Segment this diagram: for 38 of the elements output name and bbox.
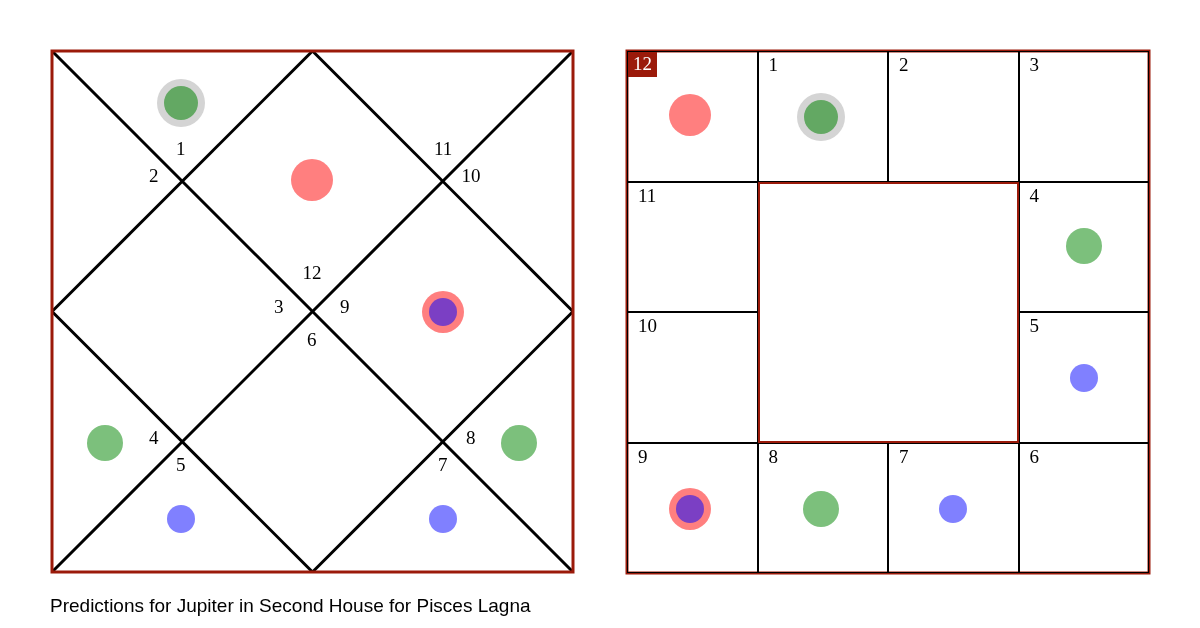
house-number: 3: [1029, 55, 1039, 74]
house-number: 4: [149, 427, 159, 447]
house-number: 12: [302, 262, 322, 282]
house-number: 9: [340, 296, 350, 316]
house-number: 6: [307, 329, 317, 349]
house-number: 1: [176, 138, 186, 158]
house-cell: [627, 312, 758, 443]
house-number: 7: [438, 454, 448, 474]
house-number: 3: [274, 296, 284, 316]
house-number: 6: [1029, 446, 1039, 466]
house-cell: [1018, 51, 1149, 182]
house-number: 11: [638, 185, 657, 205]
center-box: [757, 181, 1019, 443]
house-number: 11: [434, 138, 453, 158]
house-number: 10: [638, 316, 657, 335]
house-cell: [757, 51, 888, 182]
house-cell: [1018, 312, 1149, 443]
house-cell: [1018, 181, 1149, 312]
house-cell: [627, 442, 758, 573]
house-cell: [627, 181, 758, 312]
house-cell: [888, 442, 1019, 573]
house-number: 9: [638, 446, 648, 466]
house-number: 1: [768, 55, 778, 74]
house-number: 4: [1029, 185, 1039, 205]
house-cell: [627, 51, 758, 182]
house-number: 7: [899, 446, 909, 466]
house-cell: [757, 442, 888, 573]
house-cell: [1018, 442, 1149, 573]
caption: Predictions for Jupiter in Second House for Pisces Lagna: [50, 595, 531, 617]
house-number: 8: [466, 427, 476, 447]
house-number: 5: [176, 454, 186, 474]
house-number: 2: [149, 165, 159, 185]
house-number: 10: [461, 165, 481, 185]
house-number: 5: [1029, 316, 1039, 335]
house-number: 2: [899, 55, 909, 74]
house-cell: [888, 51, 1019, 182]
house-number: 12: [628, 52, 657, 77]
house-number: 8: [768, 446, 778, 466]
